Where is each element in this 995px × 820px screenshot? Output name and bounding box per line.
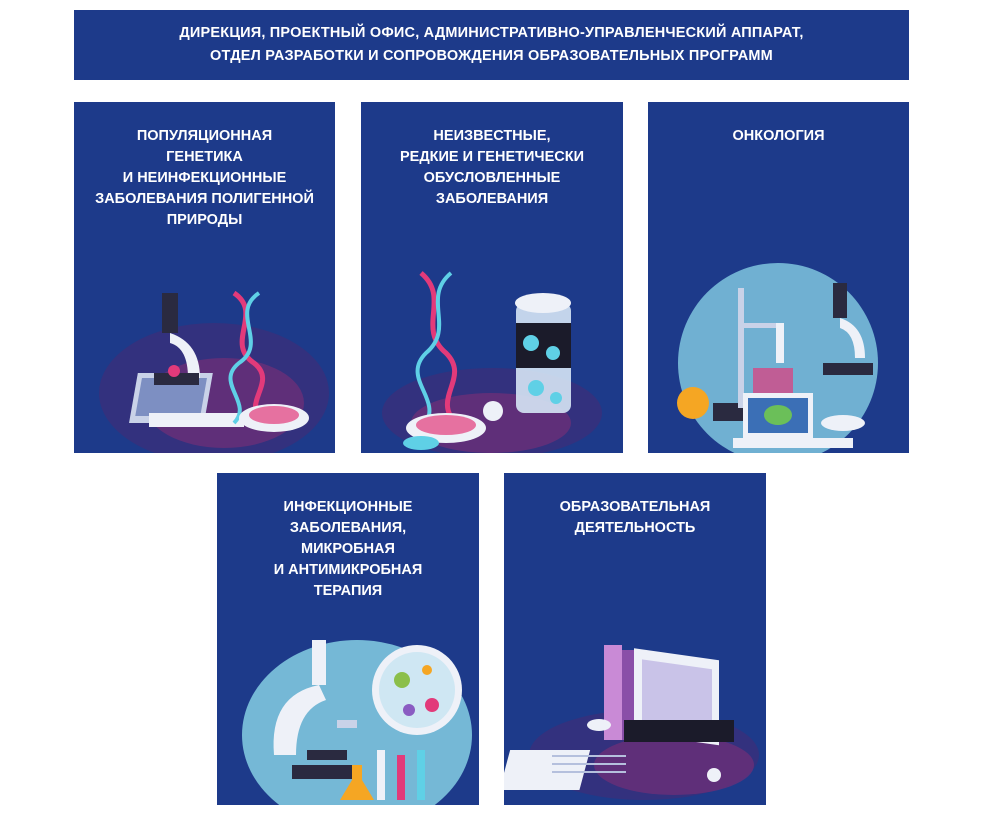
microscope-dna-laptop-icon (99, 290, 329, 453)
card-title: ОНКОЛОГИЯ (732, 128, 825, 144)
card-title: ПОПУЛЯЦИОННАЯ ГЕНЕТИКА И НЕИНФЕКЦИОННЫЕ … (95, 128, 314, 228)
card-infectious-diseases[interactable]: ИНФЕКЦИОННЫЕ ЗАБОЛЕВАНИЯ, МИКРОБНАЯ И АН… (217, 473, 479, 805)
microscope-petri-flasks-icon (242, 640, 472, 805)
card-rare-diseases[interactable]: НЕИЗВЕСТНЫЕ, РЕДКИЕ И ГЕНЕТИЧЕСКИ ОБУСЛО… (361, 102, 623, 453)
card-education[interactable]: ОБРАЗОВАТЕЛЬНАЯ ДЕЯТЕЛЬНОСТЬ (504, 473, 766, 805)
lab-microscope-laptop-icon (677, 263, 878, 453)
card-title: НЕИЗВЕСТНЫЕ, РЕДКИЕ И ГЕНЕТИЧЕСКИ ОБУСЛО… (399, 128, 584, 207)
header-banner: ДИРЕКЦИЯ, ПРОЕКТНЫЙ ОФИС, АДМИНИСТРАТИВН… (74, 10, 909, 80)
dna-molecule-container-icon (382, 271, 602, 453)
card-title: ИНФЕКЦИОННЫЕ ЗАБОЛЕВАНИЯ, МИКРОБНАЯ И АН… (273, 499, 423, 599)
header-title: ДИРЕКЦИЯ, ПРОЕКТНЫЙ ОФИС, АДМИНИСТРАТИВН… (179, 25, 804, 64)
card-population-genetics[interactable]: ПОПУЛЯЦИОННАЯ ГЕНЕТИКА И НЕИНФЕКЦИОННЫЕ … (74, 102, 335, 453)
laptop-books-notebook-icon (504, 645, 759, 800)
card-oncology[interactable]: ОНКОЛОГИЯ (648, 102, 909, 453)
card-title: ОБРАЗОВАТЕЛЬНАЯ ДЕЯТЕЛЬНОСТЬ (559, 499, 711, 536)
